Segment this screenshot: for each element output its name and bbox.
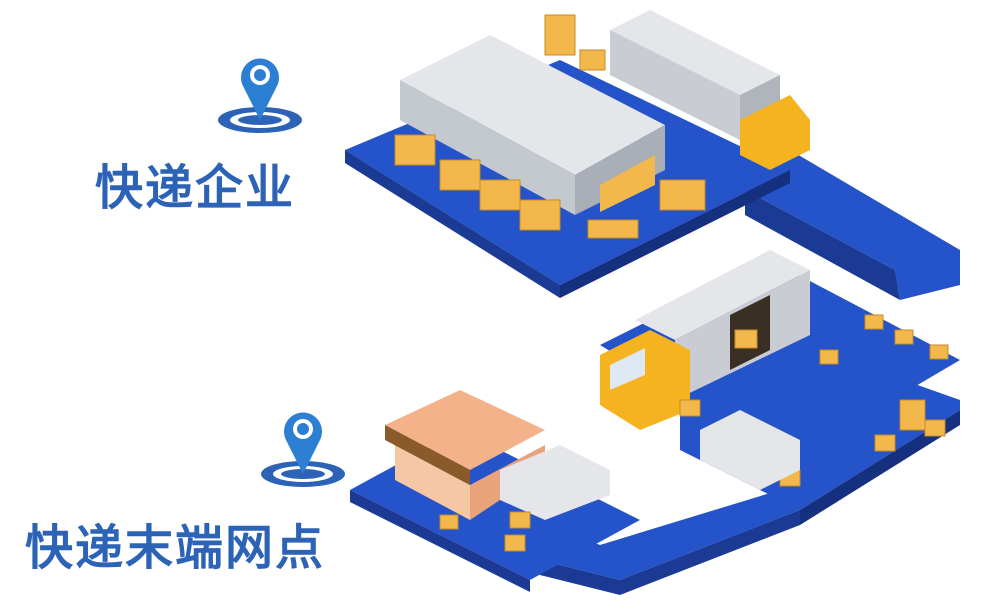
warehouse: [400, 35, 665, 215]
delivery-route: [540, 150, 960, 595]
store-boxes: [439, 511, 531, 552]
express-enterprise-label: 快递企业: [95, 160, 296, 216]
express-terminal-outlet-label: 快递末端网点: [25, 520, 326, 576]
location-pin-icon: [218, 58, 302, 133]
location-pin-icon: [261, 412, 345, 487]
van-middle: [700, 410, 800, 490]
truck-top: [610, 10, 810, 170]
shelves-and-boxes: [679, 314, 949, 487]
store: [385, 390, 610, 520]
cargo-boxes: [394, 14, 706, 239]
